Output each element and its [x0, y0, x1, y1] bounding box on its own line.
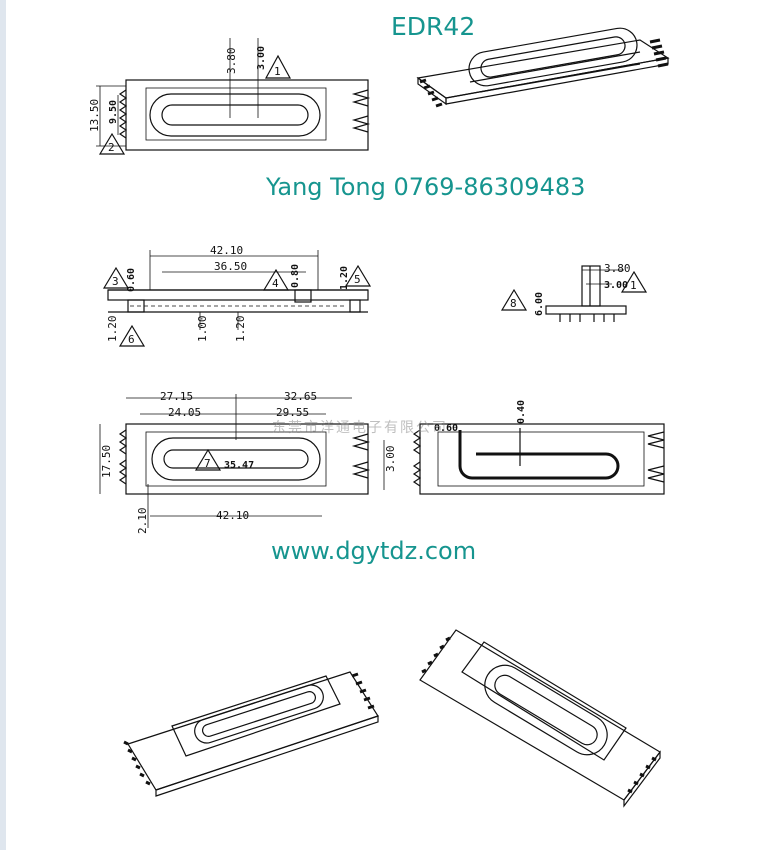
bottom-dim-27-15: 27.15	[160, 390, 193, 403]
contact-phone: Yang Tong 0769-86309483	[266, 173, 586, 201]
iso-bl-frame	[171, 675, 341, 757]
top-marker-1: 1	[274, 65, 281, 78]
iso-br-frame	[461, 641, 627, 761]
side-marker-6: 6	[128, 333, 135, 346]
top-view-outline	[125, 79, 369, 151]
bottom-view-right-pins	[351, 433, 371, 479]
side-dim-36-50: 36.50	[214, 260, 247, 273]
bottom-view: 27.15 32.65 24.05 29.55 17.50 7 35.47 3.…	[99, 390, 397, 535]
side-dim-1-20-right: 1.20	[339, 266, 350, 290]
iso-bl-slot	[194, 684, 324, 744]
winding-wire	[458, 430, 620, 480]
iso-view-bottom-left	[123, 671, 379, 797]
top-view: 3.80 3.00 13.50 9.50 1 2	[88, 38, 371, 155]
end-dim-3-80: 3.80	[604, 262, 631, 275]
winding-right-pins	[647, 431, 665, 483]
iso-view-bottom-right	[419, 629, 661, 808]
side-dim-1-20-mid: 1.20	[234, 316, 247, 343]
top-dim-3-80: 3.80	[225, 48, 238, 75]
end-view: 3.80 3.00 6.00 8 1	[500, 262, 648, 322]
marker-triangle	[344, 264, 372, 287]
iso-br-slot	[484, 664, 608, 756]
bottom-dim-17-50: 17.50	[100, 445, 113, 478]
bottom-dim-3-00: 3.00	[384, 446, 397, 473]
company-watermark: 东莞市洋通电子有限公司	[272, 419, 448, 436]
iso-inner-slot	[480, 36, 626, 78]
side-marker-5: 5	[354, 273, 361, 286]
marker-triangle	[194, 448, 222, 471]
iso-bl-left-pins	[123, 740, 151, 786]
bottom-dim-29-55: 29.55	[276, 406, 309, 419]
winding-left-pins	[412, 429, 422, 487]
marker-triangle	[118, 324, 146, 347]
winding-outline	[419, 423, 665, 495]
winding-dim-0-60: 0.60	[434, 423, 458, 434]
top-view-left-pins	[118, 89, 128, 139]
bottom-dim-2-10: 2.10	[136, 508, 149, 535]
bottom-dim-42-10: 42.10	[216, 509, 249, 522]
iso-br-left-pins	[421, 636, 451, 674]
side-dim-1-00: 1.00	[196, 316, 209, 343]
end-marker-8: 8	[510, 297, 517, 310]
iso-right-pins	[649, 38, 669, 68]
side-base	[107, 289, 369, 301]
iso-bl-base	[127, 671, 379, 791]
bottom-view-outline	[125, 423, 369, 495]
website-url: www.dgytdz.com	[271, 537, 477, 565]
winding-dim-0-40: 0.40	[516, 400, 527, 424]
side-dim-1-20-left: 1.20	[106, 316, 119, 343]
end-base	[545, 305, 627, 315]
bottom-view-left-pins	[118, 429, 128, 485]
iso-outer-slot	[468, 27, 638, 87]
product-title: EDR42	[391, 12, 476, 41]
top-view-inner-slot	[161, 104, 309, 126]
side-marker-3: 3	[112, 275, 119, 288]
marker-triangle	[264, 54, 292, 79]
left-edge-strip	[0, 0, 6, 850]
top-dim-13-50: 13.50	[88, 99, 101, 132]
side-dim-0-80: 0.80	[290, 264, 301, 288]
bottom-view-inner-slot	[163, 449, 309, 469]
marker-triangle	[102, 266, 130, 289]
bottom-dim-32-65: 32.65	[284, 390, 317, 403]
top-marker-2: 2	[108, 141, 115, 154]
side-dim-0-60: 0.60	[126, 268, 137, 292]
iso-bl-right-pins	[351, 672, 375, 710]
iso-br-right-pins	[627, 756, 657, 794]
top-view-outer-slot	[149, 93, 321, 137]
bottom-marker-7: 7	[204, 457, 211, 470]
bottom-view-outer-slot	[151, 437, 321, 481]
marker-triangle	[620, 270, 648, 293]
end-dim-3-00: 3.00	[604, 280, 628, 291]
top-dim-9-50: 9.50	[108, 100, 119, 124]
side-dim-42-10: 42.10	[210, 244, 243, 257]
top-view-center-plate	[145, 87, 327, 141]
side-view: 42.10 36.50 0.80 0.60 1.20 1.20 1.00 1.2…	[102, 244, 372, 347]
marker-triangle	[262, 268, 290, 291]
marker-triangle	[500, 288, 528, 311]
end-post	[581, 265, 601, 307]
side-marker-4: 4	[272, 277, 279, 290]
winding-center-plate	[437, 431, 645, 487]
bottom-dim-35-47: 35.47	[224, 460, 254, 471]
end-marker-1: 1	[630, 279, 637, 292]
end-pins	[559, 314, 615, 322]
top-dim-3-00: 3.00	[256, 46, 267, 70]
bottom-view-center-plate	[145, 431, 327, 487]
winding-view: 0.60 0.40	[412, 400, 665, 495]
iso-left-pins	[419, 78, 443, 108]
end-dim-6-00: 6.00	[534, 292, 545, 316]
iso-view-top-right	[416, 27, 670, 108]
marker-triangle	[98, 132, 126, 155]
iso-br-base	[419, 629, 661, 801]
top-view-right-pins	[351, 89, 371, 133]
bottom-dim-24-05: 24.05	[168, 406, 201, 419]
